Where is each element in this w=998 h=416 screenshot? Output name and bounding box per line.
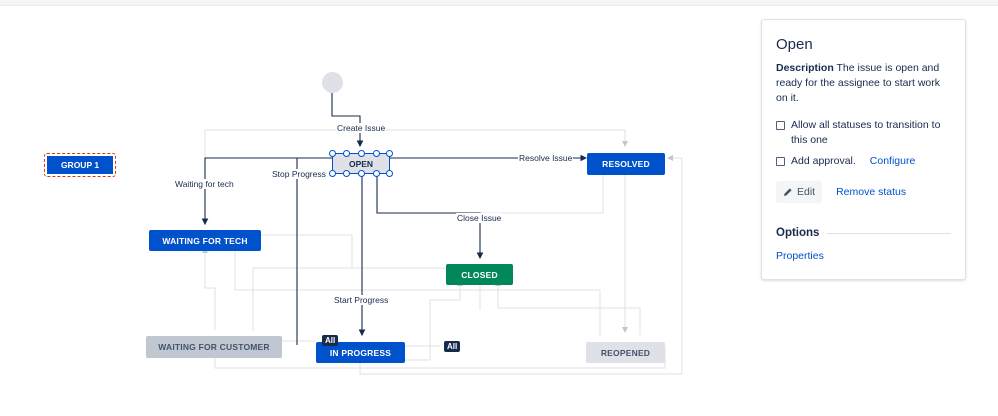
status-closed[interactable]: CLOSED bbox=[446, 264, 513, 285]
allow-all-checkbox[interactable] bbox=[776, 121, 785, 130]
status-waiting-for-customer[interactable]: WAITING FOR CUSTOMER bbox=[146, 336, 282, 358]
options-section: Options bbox=[776, 227, 951, 239]
status-closed-label: CLOSED bbox=[461, 269, 498, 280]
resize-handle[interactable] bbox=[386, 150, 393, 157]
status-in-progress-label: IN PROGRESS bbox=[329, 347, 392, 358]
group-1-label: GROUP 1 bbox=[47, 156, 113, 174]
status-reopened[interactable]: REOPENED bbox=[586, 342, 665, 363]
options-heading: Options bbox=[776, 227, 820, 239]
transition-create-issue[interactable]: Create Issue bbox=[336, 123, 387, 133]
edit-label: Edit bbox=[797, 186, 816, 198]
panel-actions: Edit Remove status bbox=[776, 181, 951, 203]
properties-link[interactable]: Properties bbox=[776, 250, 824, 262]
resize-handle[interactable] bbox=[386, 170, 393, 177]
transition-close-issue[interactable]: Close Issue bbox=[456, 213, 503, 223]
options-divider bbox=[827, 232, 951, 234]
start-node[interactable] bbox=[322, 72, 343, 93]
status-description: Description The issue is open and ready … bbox=[776, 61, 951, 106]
add-approval-checkbox[interactable] bbox=[776, 157, 785, 166]
description-label: Description bbox=[776, 62, 834, 74]
top-bar bbox=[0, 0, 998, 6]
add-approval-option[interactable]: Add approval. Configure bbox=[776, 154, 951, 169]
resize-handle[interactable] bbox=[343, 150, 350, 157]
group-1[interactable]: GROUP 1 bbox=[44, 153, 116, 177]
workflow-canvas[interactable]: GROUP 1 OPEN RESOLVED WAITING FOR TECH C… bbox=[0, 6, 750, 416]
transition-waiting-for-tech[interactable]: Waiting for tech bbox=[174, 179, 235, 189]
resize-handle[interactable] bbox=[329, 170, 336, 177]
status-resolved[interactable]: RESOLVED bbox=[587, 153, 665, 175]
status-resolved-label: RESOLVED bbox=[602, 159, 650, 169]
panel-title: Open bbox=[776, 36, 813, 53]
resize-handle[interactable] bbox=[373, 150, 380, 157]
all-transition-badge[interactable]: All bbox=[322, 335, 339, 346]
status-reopened-label: REOPENED bbox=[600, 347, 651, 358]
remove-status-link[interactable]: Remove status bbox=[836, 186, 907, 198]
status-open[interactable]: OPEN bbox=[329, 150, 393, 177]
configure-link[interactable]: Configure bbox=[869, 155, 916, 167]
status-waiting-for-tech-label: WAITING FOR TECH bbox=[162, 235, 248, 246]
all-transition-badge[interactable]: All bbox=[444, 341, 461, 352]
resize-handle[interactable] bbox=[343, 170, 350, 177]
resize-handle[interactable] bbox=[358, 150, 365, 157]
status-properties-panel: Open Description The issue is open and r… bbox=[761, 19, 966, 280]
transition-resolve-issue[interactable]: Resolve Issue bbox=[518, 153, 574, 163]
status-waiting-for-tech[interactable]: WAITING FOR TECH bbox=[149, 230, 261, 251]
resize-handle[interactable] bbox=[373, 170, 380, 177]
allow-all-label: Allow all statuses to transition to this… bbox=[791, 119, 941, 146]
transition-stop-progress[interactable]: Stop Progress bbox=[271, 169, 327, 179]
status-open-label: OPEN bbox=[348, 158, 374, 169]
allow-all-statuses-option[interactable]: Allow all statuses to transition to this… bbox=[776, 118, 951, 148]
resize-handle[interactable] bbox=[329, 150, 336, 157]
description-text: The issue is open and ready for the assi… bbox=[776, 62, 940, 104]
status-waiting-for-customer-label: WAITING FOR CUSTOMER bbox=[158, 342, 270, 352]
transition-start-progress[interactable]: Start Progress bbox=[333, 295, 390, 305]
edit-button[interactable]: Edit bbox=[776, 181, 823, 203]
add-approval-label: Add approval. bbox=[791, 155, 856, 167]
pencil-icon bbox=[784, 188, 792, 196]
resize-handle[interactable] bbox=[358, 170, 365, 177]
status-in-progress[interactable]: IN PROGRESS bbox=[316, 342, 405, 363]
